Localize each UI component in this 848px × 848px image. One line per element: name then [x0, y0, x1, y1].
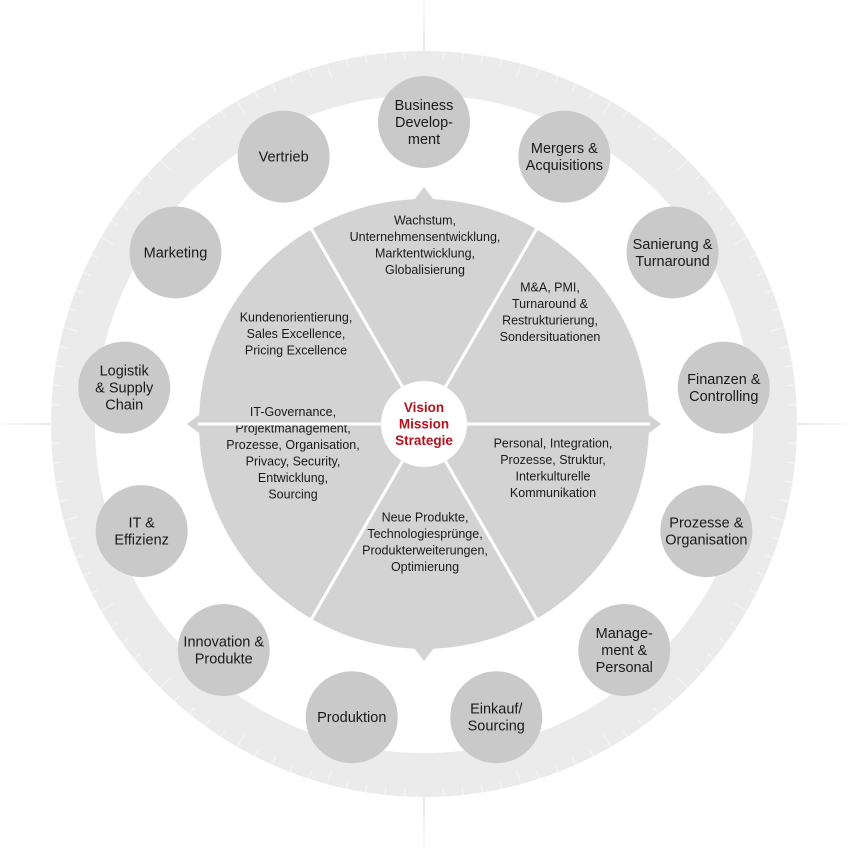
- bubble-label-line: Innovation &: [183, 635, 264, 651]
- bubble-circle: [237, 110, 330, 203]
- segment-text-line: Kommunikation: [510, 486, 596, 500]
- bubble-label-line: Finanzen &: [687, 372, 761, 388]
- segment-text-line: Neue Produkte,: [382, 510, 469, 524]
- bubble-label-line: Controlling: [689, 389, 758, 405]
- bubble-label-line: Vertrieb: [259, 150, 309, 166]
- bubble-circle: [578, 604, 671, 697]
- bubble-label-line: Sourcing: [468, 719, 525, 735]
- bubble-innovation-produkte: Innovation &Produkte: [177, 604, 270, 697]
- segment-text-line: Pricing Excellence: [245, 344, 347, 358]
- segment-text-line: Entwicklung,: [258, 471, 328, 485]
- segment-kunden: Kundenorientierung, Sales Excellence, Pric…: [240, 311, 353, 358]
- segment-text-line: Globalisierung: [385, 263, 465, 277]
- bubble-label-line: Marketing: [144, 245, 208, 261]
- segment-text-line: Restrukturierung,: [502, 313, 598, 327]
- bubble-prozesse-organisation: Prozesse &Organisation: [660, 485, 753, 578]
- segment-text-line: Sourcing: [268, 487, 317, 501]
- bubble-label-line: Manage-: [596, 626, 653, 642]
- segment-text-line: Privacy, Security,: [246, 454, 341, 468]
- segment-text-line: Unternehmensentwicklung,: [350, 230, 501, 244]
- center-label-line: Mission: [399, 417, 449, 432]
- bubble-marketing: Marketing: [129, 206, 222, 299]
- segment-text-line: Personal, Integration,: [494, 436, 613, 450]
- bubble-circle: [129, 206, 222, 299]
- segment-wachstum: Wachstum, Unternehmensentwicklung, Markten…: [350, 213, 501, 277]
- bubble-label-line: Develop-: [395, 115, 453, 131]
- bubble-label-line: Personal: [596, 660, 653, 676]
- bubble-circle: [450, 671, 543, 764]
- compass-ticks: [51, 51, 797, 797]
- segment-personal: Personal, Integration, Prozesse, Struktur…: [494, 436, 613, 500]
- bubble-label-line: ment &: [601, 643, 647, 659]
- bubble-circle: [305, 671, 398, 764]
- bubble-circle: [677, 341, 770, 434]
- segment-ma: M&A, PMI, Turnaround & Restrukturierung, So…: [500, 280, 601, 344]
- bubble-produktion: Produktion: [305, 671, 398, 764]
- bubble-label-line: Prozesse &: [669, 516, 743, 532]
- bubble-label-line: Logistik: [100, 364, 150, 380]
- bubble-label-line: Turnaround: [635, 254, 709, 270]
- bubble-circle: [518, 110, 611, 203]
- center-label-line: Strategie: [395, 433, 453, 448]
- bubble-circle: [626, 206, 719, 299]
- bubble-finanzen-controlling: Finanzen &Controlling: [677, 341, 770, 434]
- bubble-label-line: Einkauf/: [470, 702, 523, 718]
- bubble-circle: [177, 604, 270, 697]
- segment-text-line: Prozesse, Organisation,: [226, 438, 359, 452]
- bubble-label-line: Effizienz: [114, 533, 169, 549]
- bubble-label-line: Produktion: [317, 710, 386, 726]
- bubble-label-line: Business: [395, 98, 454, 114]
- bubble-it-effizienz: IT &Effizienz: [95, 485, 188, 578]
- bubble-label-line: IT &: [128, 516, 155, 532]
- segment-text-line: Optimierung: [391, 560, 459, 574]
- bubble-circle: [95, 485, 188, 578]
- bubble-sanierung-turnaround: Sanierung &Turnaround: [626, 206, 719, 299]
- segment-text-line: Wachstum,: [394, 213, 456, 227]
- bubble-management-personal: Manage-ment &Personal: [578, 604, 671, 697]
- segment-text-line: Turnaround &: [512, 297, 589, 311]
- segment-text-line: Technologiesprünge,: [367, 527, 482, 541]
- segment-produkte: Neue Produkte, Technologiesprünge, Produkt…: [362, 510, 488, 574]
- center-label-line: Vision: [404, 400, 444, 415]
- bubble-circle: [78, 341, 171, 434]
- segment-text-line: Sondersituationen: [500, 330, 601, 344]
- segment-text-line: Sales Excellence,: [247, 327, 346, 341]
- segment-text-line: M&A, PMI,: [520, 280, 580, 294]
- bubble-circle: [378, 76, 470, 168]
- bubble-label-line: Acquisitions: [526, 158, 603, 174]
- bubble-label-line: Produkte: [195, 652, 253, 668]
- center-circle: [381, 381, 467, 467]
- bubble-einkauf-sourcing: Einkauf/Sourcing: [450, 671, 543, 764]
- bubble-mergers-acquisitions: Mergers &Acquisitions: [518, 110, 611, 203]
- segment-text-line: Prozesse, Struktur,: [500, 453, 606, 467]
- segment-text-line: Kundenorientierung,: [240, 311, 353, 325]
- segment-it: IT-Governance,Projektmanagement,Prozesse…: [226, 405, 359, 502]
- segment-text-line: Produkterweiterungen,: [362, 543, 488, 557]
- segment-text-line: Interkulturelle: [515, 469, 590, 483]
- bubble-label-line: ment: [408, 132, 440, 148]
- bubble-label-line: & Supply: [95, 381, 154, 397]
- bubble-vertrieb: Vertrieb: [237, 110, 330, 203]
- bubble-circle: [660, 485, 753, 578]
- bubble-label-line: Sanierung &: [633, 237, 713, 253]
- bubble-label-line: Organisation: [665, 533, 747, 549]
- bubble-label-line: Mergers &: [531, 141, 598, 157]
- segment-text-line: IT-Governance,: [250, 405, 336, 419]
- bubble-label-line: Chain: [105, 398, 143, 414]
- segment-text-line: Marktentwicklung,: [375, 246, 475, 260]
